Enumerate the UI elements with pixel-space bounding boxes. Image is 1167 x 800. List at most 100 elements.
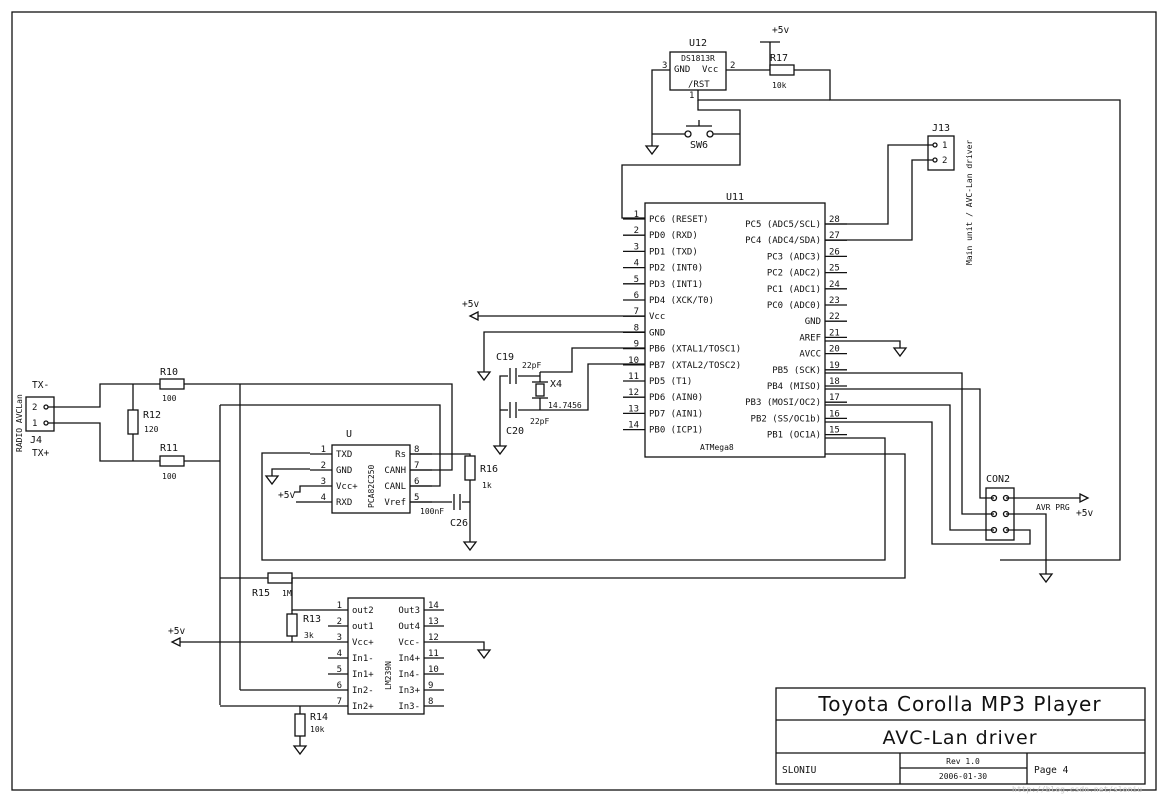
lm-pin-8-number: 8 (428, 697, 433, 707)
u11-pin-16-name: PB2 (SS/OC1b) (751, 414, 821, 424)
u11-pin-4-name: PD2 (INT0) (649, 264, 703, 274)
lm-pin-11-number: 11 (428, 649, 439, 659)
lm-pin-8-name: In3- (398, 702, 420, 712)
con2-label: AVR PRG (1036, 503, 1070, 512)
u12-ref: U12 (689, 38, 707, 49)
u12-gnd-label: GND (674, 65, 690, 75)
u12-gnd-wire (651, 69, 670, 146)
u-pin-8-number: 8 (414, 445, 419, 455)
u11-pin-28-number: 28 (829, 215, 840, 225)
lm-pin-9-number: 9 (428, 681, 433, 691)
u-pin-8-name: Rs (395, 450, 406, 460)
vcc-label-lm: +5v (168, 626, 185, 637)
lm-pin-5-name: In1+ (352, 670, 374, 680)
lm-pin-4-number: 4 (337, 649, 342, 659)
u11-pin-26-name: PC3 (ADC3) (767, 252, 821, 262)
lm-pin-3-number: 3 (337, 633, 342, 643)
r10-value: 100 (162, 394, 177, 403)
u11-pin-18-number: 18 (829, 377, 840, 387)
j4-label: RADIO AVCLan (15, 394, 24, 452)
u-pin-1-number: 1 (321, 445, 326, 455)
r15-value: 1M (282, 589, 292, 598)
lm-pin-12-name: Vcc- (398, 638, 420, 648)
j4-pin1: 1 (32, 419, 37, 429)
u11-pin-20-name: AVCC (799, 350, 821, 360)
r17-value: 10k (772, 81, 787, 90)
miso-wire (825, 388, 994, 499)
u-pin-1-name: TXD (336, 450, 352, 460)
u-pin-5-name: Vref (384, 498, 406, 508)
c19-capacitor: C19 22pF (496, 352, 541, 446)
lm-pin-9-name: In3+ (398, 686, 420, 696)
page-number-text: Page 4 (1034, 765, 1069, 776)
revision-text: Rev 1.0 (946, 757, 980, 766)
u-pin-6-number: 6 (414, 477, 419, 487)
u-pin-5-number: 5 (414, 493, 419, 503)
u11-pin-15-name: PB1 (OC1A) (767, 431, 821, 441)
j4-pin2: 2 (32, 403, 37, 413)
subtitle-text: AVC-Lan driver (882, 727, 1037, 749)
u-pin-2-name: GND (336, 466, 352, 476)
u11-pin-1-name: PC6 (RESET) (649, 215, 709, 225)
u-pin-2-number: 2 (321, 461, 326, 471)
lm-pin-2-name: out1 (352, 622, 374, 632)
sheet-border (11, 11, 1157, 791)
c19-value: 22pF (522, 361, 541, 370)
r13-ref: R13 (303, 614, 321, 625)
u11-pin-15-number: 15 (829, 426, 840, 436)
u12-vcc-label: Vcc (702, 65, 718, 75)
u11-pin-10-name: PB7 (XTAL2/TOSC2) (649, 361, 741, 371)
u12-chip: U12 DS1813R GND Vcc /RST 3 2 1 (662, 38, 735, 101)
u11-pin-3-number: 3 (634, 242, 639, 252)
r16-value: 1k (482, 481, 492, 490)
u11-pin-21-name: AREF (799, 333, 821, 343)
u11-pin-5-number: 5 (634, 275, 639, 285)
u11-pin-2-name: PD0 (RXD) (649, 231, 698, 241)
u11-pin-11-name: PD5 (T1) (649, 377, 692, 387)
rst-net-wire (697, 90, 830, 101)
reset-wire (621, 100, 741, 219)
u11-pin-26-number: 26 (829, 247, 840, 257)
r13-resistor (286, 613, 298, 637)
j4-ref: J4 (30, 435, 42, 446)
sck-wire (825, 372, 994, 515)
lm-pin-11-name: In4+ (398, 654, 420, 664)
u11-pin-18-name: PB4 (MISO) (767, 382, 821, 392)
u11-pin-5-name: PD3 (INT1) (649, 280, 703, 290)
ground-symbol-u11 (476, 371, 492, 382)
ground-symbol-u12 (644, 145, 660, 156)
u11-pin-2-number: 2 (634, 226, 639, 236)
r13-value: 3k (304, 631, 314, 640)
date-text: 2006-01-30 (939, 772, 987, 781)
u-part: PCA82C250 (367, 464, 376, 508)
u11-pin-28-name: PC5 (ADC5/SCL) (745, 220, 821, 230)
vcc-label-u: +5v (278, 490, 295, 501)
u11-pin-27-name: PC4 (ADC4/SDA) (745, 236, 821, 246)
lm-pin-14-number: 14 (428, 601, 439, 611)
r14-value: 10k (310, 725, 325, 734)
u12-pin3: 3 (662, 61, 667, 71)
j13-label: Main unit / AVC-Lan driver (965, 140, 974, 265)
lm-pin-7-name: In2+ (352, 702, 374, 712)
sw6-switch: SW6 (684, 120, 714, 151)
u11-pin-9-number: 9 (634, 340, 639, 350)
u11-pin-21-number: 21 (829, 328, 840, 338)
j13-pin2: 2 (942, 156, 947, 166)
xtal1-wire (540, 347, 645, 373)
j4-connector: J4 2 1 RADIO AVCLan TX- TX+ (15, 380, 55, 459)
scl-wire (825, 144, 933, 225)
u11-pin-22-number: 22 (829, 312, 840, 322)
u-pin-4-name: RXD (336, 498, 352, 508)
lm-pin-10-number: 10 (428, 665, 439, 675)
u12-rst-label: /RST (688, 80, 710, 90)
u-pin-3-name: Vcc+ (336, 482, 358, 492)
gnd-wire-u11 (483, 331, 645, 372)
r16-resistor (464, 455, 476, 481)
u-pin-6-name: CANL (384, 482, 406, 492)
lm-pin-6-name: In2- (352, 686, 374, 696)
u-ref: U (346, 429, 352, 440)
u11-pin-23-name: PC0 (ADC0) (767, 301, 821, 311)
ground-symbol-aref (892, 347, 908, 358)
